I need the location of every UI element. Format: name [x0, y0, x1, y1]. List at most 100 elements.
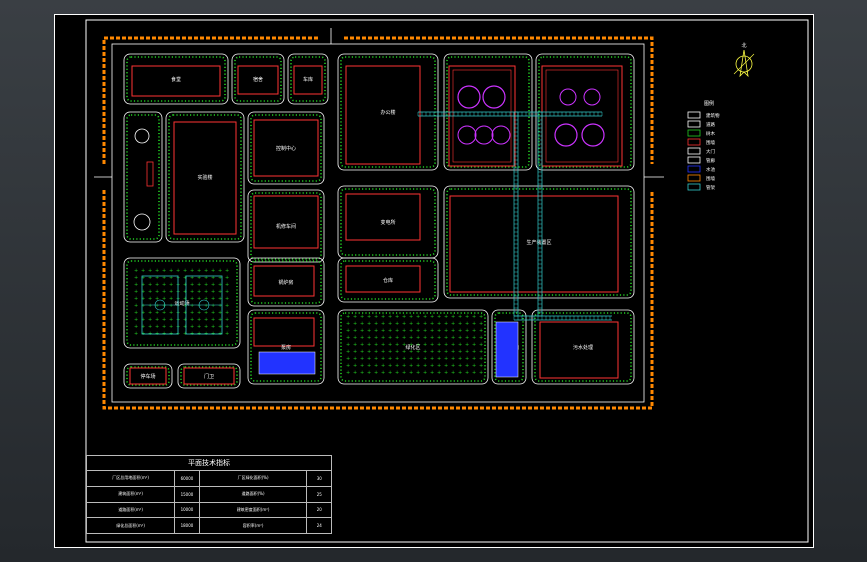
legend-label: 管架 [706, 184, 715, 191]
tree-symbol: + [409, 370, 413, 376]
building-label: 污水处理 [573, 344, 593, 351]
tree-symbol: + [197, 324, 201, 330]
tree-symbol: + [346, 328, 350, 334]
tree-symbol: + [437, 314, 441, 320]
tree-symbol: + [472, 321, 476, 327]
tree-symbol: + [402, 349, 406, 355]
tree-symbol: + [134, 289, 138, 295]
drawing-sheet[interactable]: ++++++++++++++++++++++++++++++++++++++++… [54, 14, 814, 548]
parcel-outline [247, 189, 325, 263]
tree-symbol: + [346, 370, 350, 376]
tree-symbol: + [472, 370, 476, 376]
building-label: 办公楼 [380, 109, 395, 116]
tree-symbol: + [169, 324, 173, 330]
tree-symbol: + [465, 363, 469, 369]
tree-symbol: + [465, 335, 469, 341]
tree-symbol: + [374, 335, 378, 341]
tree-symbol: + [437, 363, 441, 369]
legend-label: 道路 [706, 121, 715, 128]
tree-symbol: + [374, 370, 378, 376]
tree-row [534, 312, 632, 382]
tree-symbol: + [204, 317, 208, 323]
parcel-outline [443, 185, 635, 299]
parcel-outline [177, 363, 241, 389]
tree-symbol: + [395, 335, 399, 341]
north-arrow-icon: 北 [733, 42, 755, 78]
tree-row [538, 56, 632, 168]
tree-symbol: + [444, 370, 448, 376]
tree-symbol: + [218, 282, 222, 288]
tree-symbol: + [444, 342, 448, 348]
tree-symbol: + [148, 282, 152, 288]
building [129, 367, 167, 385]
tree-symbol: + [402, 363, 406, 369]
tree-symbol: + [437, 342, 441, 348]
tree-symbol: + [430, 328, 434, 334]
tree-symbol: + [444, 349, 448, 355]
tree-symbol: + [388, 370, 392, 376]
site-plan-drawing: ++++++++++++++++++++++++++++++++++++++++… [54, 14, 814, 548]
tree-symbol: + [155, 310, 159, 316]
tree-symbol: + [169, 289, 173, 295]
tree-symbol: + [225, 317, 229, 323]
tree-symbol: + [162, 275, 166, 281]
tree-symbol: + [204, 275, 208, 281]
tree-symbol: + [472, 342, 476, 348]
tree-symbol: + [430, 321, 434, 327]
building-label: 控制中心 [276, 145, 296, 152]
tree-symbol: + [190, 317, 194, 323]
tree-symbol: + [465, 321, 469, 327]
tree-symbol: + [402, 370, 406, 376]
tree-symbol: + [360, 321, 364, 327]
tree-symbol: + [367, 370, 371, 376]
sheet-outer-border [54, 14, 814, 548]
table-cell: 24 [306, 517, 332, 534]
tree-symbol: + [451, 335, 455, 341]
tree-symbol: + [437, 335, 441, 341]
tree-symbol: + [402, 342, 406, 348]
tree-symbol: + [353, 342, 357, 348]
tree-symbol: + [458, 321, 462, 327]
building-label: 食堂 [171, 76, 181, 83]
legend-title: 图例 [704, 100, 714, 107]
tree-symbol: + [183, 268, 187, 274]
table-cell: 18000 [174, 517, 200, 534]
sheet-inner-border [85, 19, 809, 543]
tree-symbol: + [444, 321, 448, 327]
building-label: 锅炉房 [278, 279, 293, 286]
tree-symbol: + [353, 349, 357, 355]
parcel-outline [491, 309, 527, 385]
tree-symbol: + [458, 328, 462, 334]
tree-symbol: + [360, 335, 364, 341]
building [449, 195, 619, 293]
tree-symbol: + [204, 268, 208, 274]
tree-symbol: + [169, 317, 173, 323]
tree-symbol: + [444, 363, 448, 369]
tree-symbol: + [374, 349, 378, 355]
tree-symbol: + [211, 303, 215, 309]
perimeter-road [111, 43, 645, 403]
legend-label: 围墙 [706, 139, 715, 146]
legend-swatch [687, 120, 701, 128]
building-label: 车库 [303, 76, 313, 83]
tree-symbol: + [367, 363, 371, 369]
tree-symbol: + [367, 356, 371, 362]
building [183, 367, 235, 385]
tree-symbol: + [479, 314, 483, 320]
tree-symbol: + [162, 268, 166, 274]
tree-symbol: + [211, 317, 215, 323]
tree-symbol: + [416, 335, 420, 341]
tree-symbol: + [479, 335, 483, 341]
tree-row [250, 192, 322, 260]
tree-symbol: + [395, 342, 399, 348]
table-cell: 道路面积(m²) [85, 501, 176, 519]
tree-symbol: + [472, 349, 476, 355]
tree-symbol: + [141, 303, 145, 309]
tree-symbol: + [465, 356, 469, 362]
tree-symbol: + [346, 321, 350, 327]
tree-symbol: + [451, 321, 455, 327]
tree-symbol: + [472, 314, 476, 320]
